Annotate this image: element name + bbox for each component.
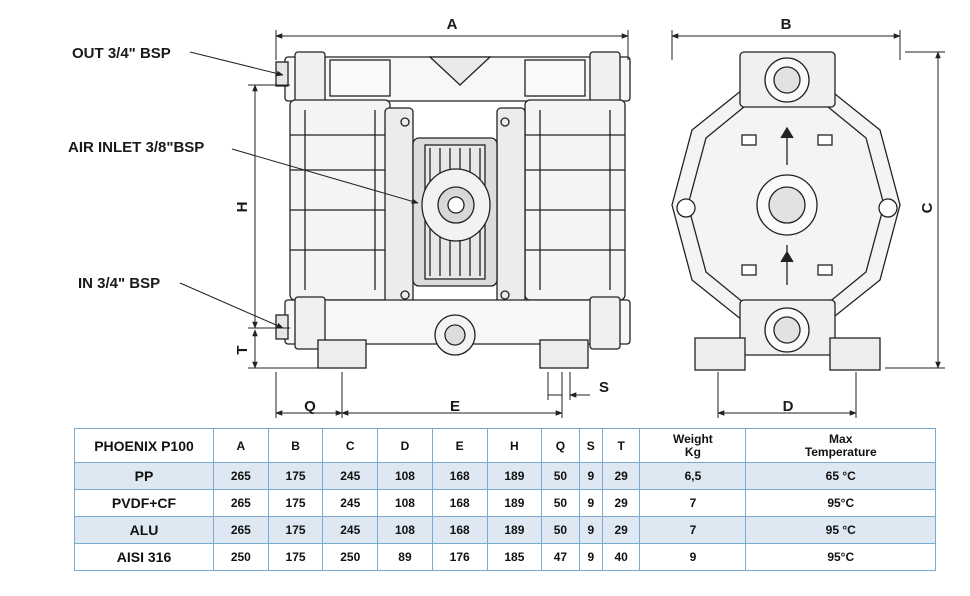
dim-d-label: D [783, 398, 794, 415]
cell: 7 [639, 489, 747, 517]
cell: 95 °C [745, 516, 936, 544]
cell: 50 [541, 516, 580, 544]
weight-header-line1: Weight [673, 431, 713, 446]
cell: 29 [602, 489, 641, 517]
cell: 250 [322, 543, 379, 571]
cell: 9 [578, 462, 604, 490]
cell: 9 [578, 543, 604, 571]
table-header-s: S [578, 428, 604, 463]
table-header-c: C [322, 428, 379, 463]
dim-h-label: H [234, 202, 251, 213]
cell: 95°C [745, 543, 936, 571]
table-row: PP 265 175 245 108 168 189 50 9 29 6,5 6… [74, 462, 936, 490]
cell: 245 [322, 516, 379, 544]
dimension-lines [179, 30, 945, 418]
table-header-row: PHOENIX P100 A B C D E H Q S T Weight Kg… [74, 428, 936, 463]
table-header-h: H [486, 428, 543, 463]
dim-q-label: Q [304, 398, 316, 415]
dim-b-label: B [781, 16, 792, 33]
callout-out: OUT 3/4" BSP [72, 45, 171, 62]
cell: 175 [267, 489, 324, 517]
cell: 250 [213, 543, 269, 571]
table-header-q: Q [541, 428, 580, 463]
cell: 189 [486, 489, 543, 517]
table-header-a: A [213, 428, 269, 463]
cell: 9 [578, 516, 604, 544]
cell: 29 [602, 516, 641, 544]
cell: 47 [541, 543, 580, 571]
cell: 265 [213, 489, 269, 517]
table-header-d: D [377, 428, 433, 463]
cell: 108 [377, 516, 433, 544]
cell: 185 [486, 543, 543, 571]
front-view [275, 51, 631, 369]
row-name: ALU [74, 516, 214, 544]
table-header-temperature: Max Temperature [745, 428, 936, 463]
cell: 9 [639, 543, 747, 571]
temp-header-line2: Temperature [804, 444, 877, 459]
table-header-model: PHOENIX P100 [74, 428, 214, 463]
callout-in: IN 3/4" BSP [78, 275, 160, 292]
cell: 176 [431, 543, 488, 571]
cell: 29 [602, 462, 641, 490]
temp-header-line1: Max [829, 431, 853, 446]
cell: 40 [602, 543, 641, 571]
pump-drawing: A B C D E H Q S T OUT 3/4" BSP AIR INLET… [68, 16, 945, 418]
table-header-e: E [431, 428, 488, 463]
cell: 175 [267, 516, 324, 544]
callout-air-inlet: AIR INLET 3/8"BSP [68, 139, 204, 156]
cell: 89 [377, 543, 433, 571]
cell: 168 [431, 516, 488, 544]
dim-a-label: A [447, 16, 458, 33]
cell: 7 [639, 516, 747, 544]
cell: 245 [322, 489, 379, 517]
cell: 168 [431, 489, 488, 517]
table-row: AISI 316 250 175 250 89 176 185 47 9 40 … [74, 543, 936, 571]
cell: 265 [213, 516, 269, 544]
spec-table: PHOENIX P100 A B C D E H Q S T Weight Kg… [74, 428, 936, 571]
table-header-b: B [267, 428, 324, 463]
cell: 95°C [745, 489, 936, 517]
cell: 6,5 [639, 462, 747, 490]
row-name: PP [74, 462, 214, 490]
cell: 189 [486, 516, 543, 544]
dim-t-label: T [234, 345, 251, 354]
cell: 50 [541, 462, 580, 490]
cell: 9 [578, 489, 604, 517]
dim-c-label: C [919, 202, 936, 213]
dim-s-label: S [599, 379, 609, 396]
cell: 245 [322, 462, 379, 490]
cell: 108 [377, 462, 433, 490]
row-name: PVDF+CF [74, 489, 214, 517]
dim-e-label: E [450, 398, 460, 415]
cell: 50 [541, 489, 580, 517]
table-row: PVDF+CF 265 175 245 108 168 189 50 9 29 … [74, 489, 936, 517]
table-header-weight: Weight Kg [639, 428, 747, 463]
cell: 65 °C [745, 462, 936, 490]
cell: 108 [377, 489, 433, 517]
cell: 175 [267, 462, 324, 490]
table-header-t: T [602, 428, 641, 463]
weight-header-line2: Kg [684, 444, 701, 459]
row-name: AISI 316 [74, 543, 214, 571]
side-view [671, 51, 901, 371]
cell: 265 [213, 462, 269, 490]
cell: 189 [486, 462, 543, 490]
cell: 175 [267, 543, 324, 571]
table-row: ALU 265 175 245 108 168 189 50 9 29 7 95… [74, 516, 936, 544]
cell: 168 [431, 462, 488, 490]
